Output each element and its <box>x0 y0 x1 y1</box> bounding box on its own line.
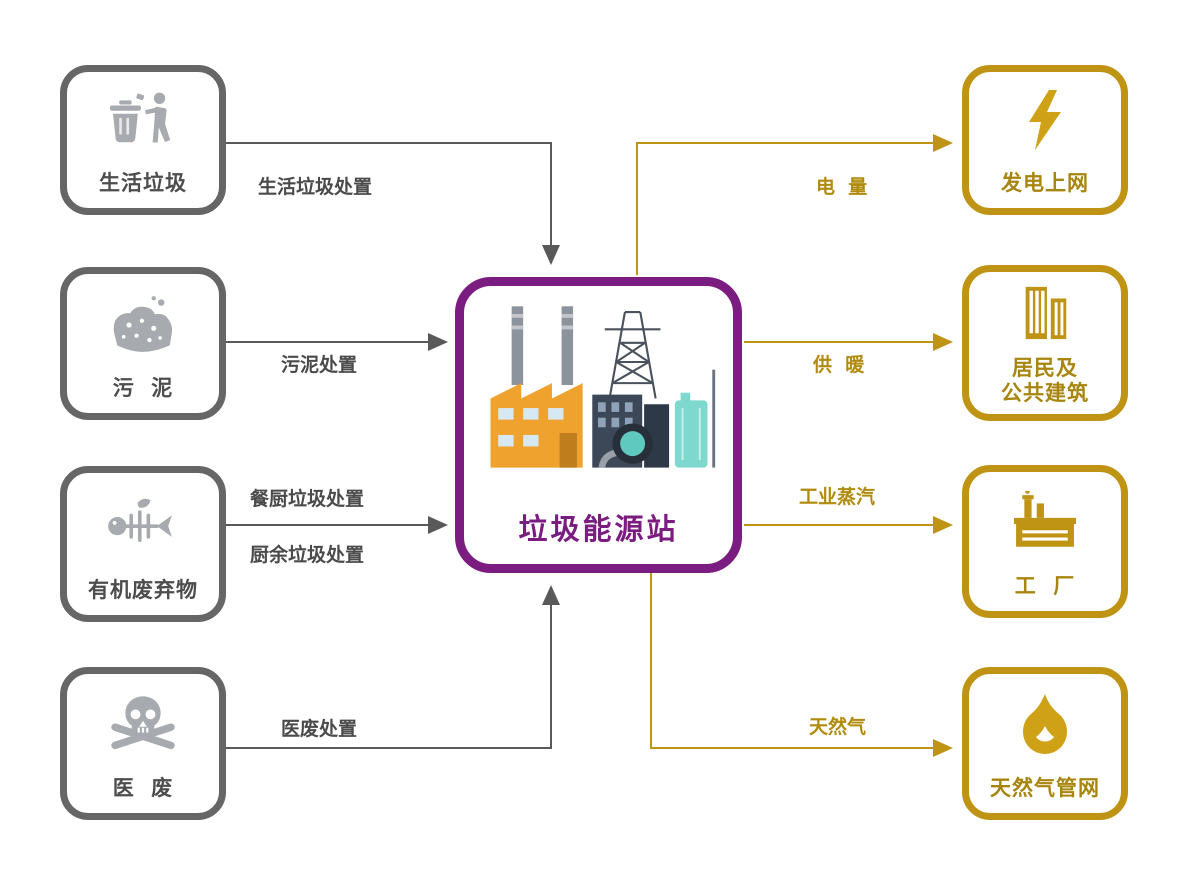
lightning-icon <box>969 76 1121 164</box>
power-plant-illustration <box>464 300 733 472</box>
source-box-organic-waste: 有机废弃物 <box>60 466 226 622</box>
buildings-icon <box>969 276 1121 348</box>
source-box-sludge: 污 泥 <box>60 267 226 420</box>
source-label-sludge: 污 泥 <box>112 375 174 400</box>
arrow-household-to-station <box>226 142 560 265</box>
output-label-power-grid: 发电上网 <box>1001 170 1089 195</box>
flow-label-industrial-steam: 工业蒸汽 <box>799 486 876 508</box>
flow-label-household-disposal: 生活垃圾处置 <box>258 176 373 198</box>
skull-crossbones-icon <box>67 678 219 769</box>
trash-bin-person-icon <box>67 76 219 164</box>
output-label-residential-heating: 居民及 公共建筑 <box>1001 355 1089 405</box>
flow-label-natural-gas: 天然气 <box>809 716 867 738</box>
arrow-station-to-gas <box>650 573 953 757</box>
arrow-medical-to-station <box>226 585 560 749</box>
output-box-factory: 工 厂 <box>962 465 1128 618</box>
flow-label-food-waste-disposal: 厨余垃圾处置 <box>250 544 365 566</box>
flow-label-kitchen-waste-disposal: 餐厨垃圾处置 <box>250 488 365 510</box>
flow-label-electricity: 电 量 <box>816 176 868 198</box>
center-box-waste-energy-station: 垃圾能源站 <box>455 277 742 573</box>
output-label-factory: 工 厂 <box>1014 573 1076 598</box>
source-box-medical-waste: 医 废 <box>60 667 226 820</box>
flame-icon <box>969 678 1121 769</box>
source-label-household-waste: 生活垃圾 <box>99 170 187 195</box>
output-box-power-grid: 发电上网 <box>962 65 1128 215</box>
center-title: 垃圾能源站 <box>518 512 679 546</box>
fish-bone-icon <box>67 477 219 571</box>
factory-icon <box>969 476 1121 567</box>
arrow-station-to-grid <box>636 134 953 275</box>
source-box-household-waste: 生活垃圾 <box>60 65 226 215</box>
flow-label-medical-disposal: 医废处置 <box>281 718 358 740</box>
sludge-icon <box>67 278 219 369</box>
output-label-gas-network: 天然气管网 <box>990 775 1100 800</box>
flow-label-sludge-disposal: 污泥处置 <box>281 354 358 376</box>
source-label-organic-waste: 有机废弃物 <box>88 577 198 602</box>
output-box-residential-heating: 居民及 公共建筑 <box>962 265 1128 421</box>
source-label-medical-waste: 医 废 <box>112 775 174 800</box>
flow-label-heating: 供 暖 <box>813 354 865 376</box>
output-box-gas-network: 天然气管网 <box>962 667 1128 820</box>
